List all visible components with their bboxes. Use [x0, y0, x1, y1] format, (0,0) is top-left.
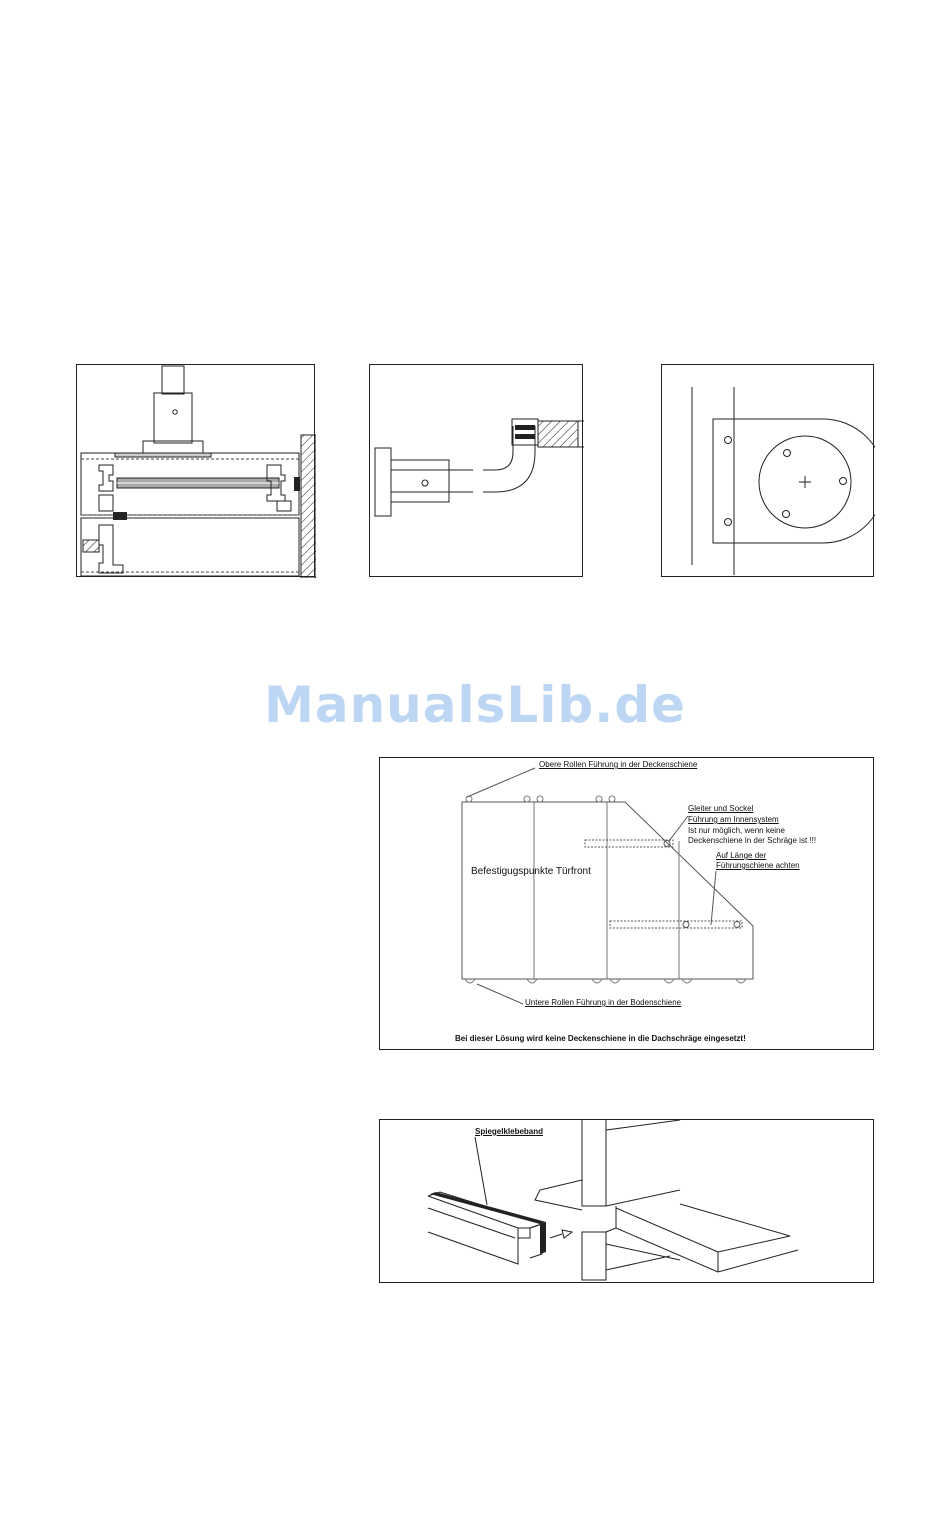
mounting-plate-drawing — [691, 387, 875, 575]
rail-cross-section-drawing — [80, 365, 316, 578]
figure-roof-slope-door-front: Obere Rollen Führung in der Deckenschien… — [379, 757, 874, 1050]
figure-bracket-side-view — [369, 364, 584, 577]
label-length-line-2: Führungschiene achten — [716, 861, 800, 870]
roof-slope-drawing — [461, 767, 754, 1005]
figure-rail-cross-section — [76, 364, 316, 578]
mirror-tape-drawing — [427, 1120, 799, 1281]
figure-mirror-adhesive-tape: Spiegelklebeband — [379, 1119, 874, 1283]
label-mirror-tape: Spiegelklebeband — [475, 1127, 544, 1136]
watermark-text: ManualsLib.de — [264, 676, 686, 734]
label-length-line-1: Auf Länge der — [716, 851, 767, 860]
label-glide-guide: Führung am Innensystem — [688, 815, 779, 824]
label-bottom-rollers: Untere Rollen Führung in der Bodenschien… — [525, 998, 682, 1007]
label-top-rollers: Obere Rollen Führung in der Deckenschien… — [539, 760, 698, 769]
label-mounting-points: Befestigugspunkte Türfront — [471, 866, 591, 877]
label-note-line-1: Ist nur möglich, wenn keine — [688, 826, 785, 835]
label-glide: Gleiter und Sockel — [688, 804, 754, 813]
figure-mounting-plate — [661, 364, 875, 577]
caption-no-ceiling-rail: Bei dieser Lösung wird keine Deckenschie… — [455, 1034, 746, 1043]
label-note-line-2: Deckenschiene in der Schräge ist !!! — [688, 836, 817, 845]
bracket-side-view-drawing — [374, 418, 584, 517]
